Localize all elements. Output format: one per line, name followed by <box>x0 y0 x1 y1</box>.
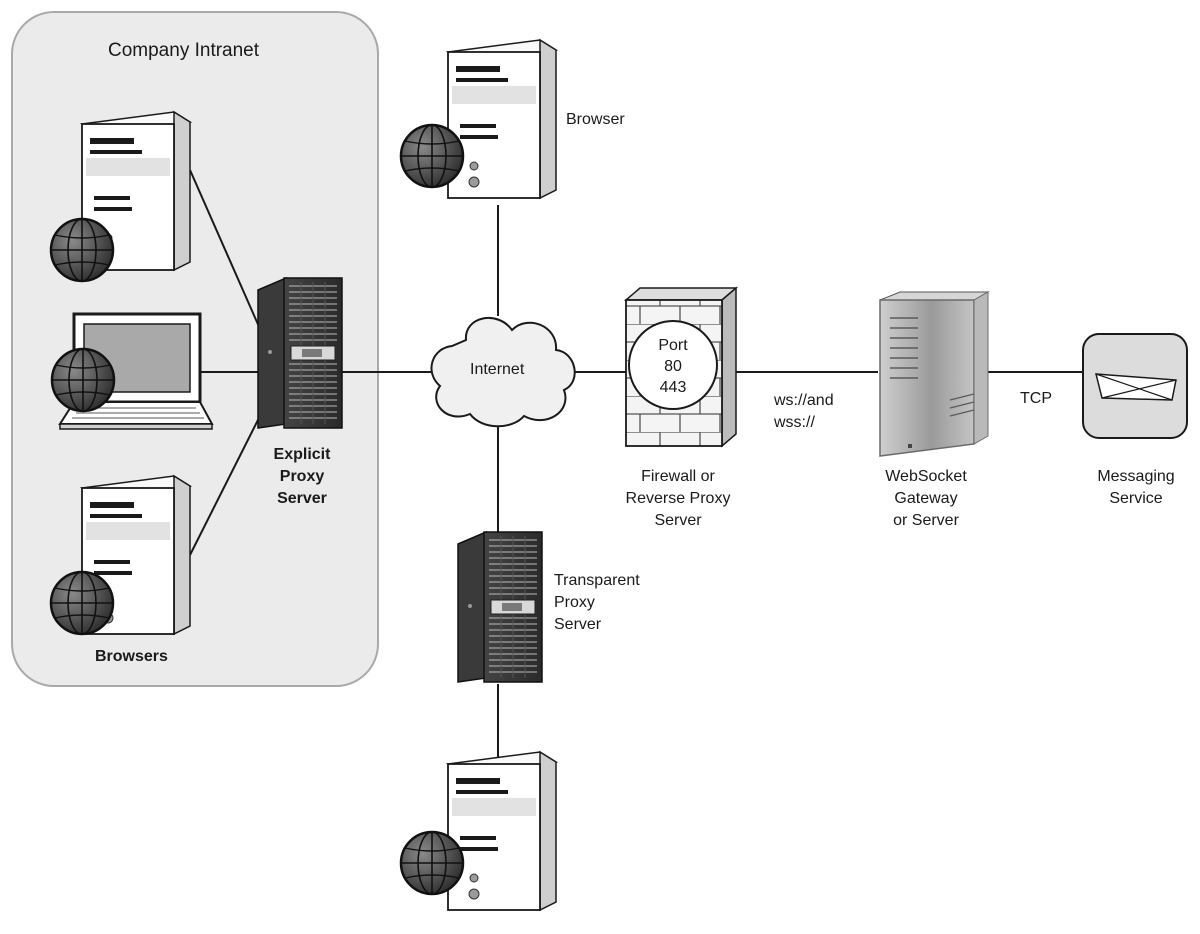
explicit-proxy-line-1: Explicit <box>273 446 331 463</box>
internet-cloud-icon <box>430 316 576 428</box>
transparent-proxy-line-3: Server <box>554 616 602 633</box>
explicit-proxy-server-rack <box>257 277 343 429</box>
gateway-label: WebSocket Gateway or Server <box>863 466 989 532</box>
firewall-label: Firewall or Reverse Proxy Server <box>608 466 748 532</box>
websocket-gateway-server <box>879 291 990 457</box>
messaging-service-label: Messaging Service <box>1084 466 1188 510</box>
messaging-line-1: Messaging <box>1097 468 1175 485</box>
globe-icon <box>50 347 116 413</box>
connector-lines <box>189 169 1083 758</box>
transparent-proxy-server-rack <box>457 531 543 683</box>
transparent-proxy-line-2: Proxy <box>554 594 595 611</box>
browser-desktop-pc-bottom <box>447 751 557 911</box>
globe-icon <box>399 830 465 896</box>
port-title: Port <box>658 337 688 354</box>
intranet-title: Company Intranet <box>108 40 260 61</box>
globe-icon <box>399 123 465 189</box>
port-80: 80 <box>664 358 682 375</box>
firewall-port-label: Port 80 443 <box>637 335 709 398</box>
tcp-label: TCP <box>1020 390 1052 407</box>
browsers-label: Browsers <box>95 648 168 665</box>
firewall-wall-icon <box>623 286 739 448</box>
transparent-proxy-line-1: Transparent <box>554 572 640 589</box>
firewall-line-2: Reverse Proxy <box>625 490 731 507</box>
globe-icon <box>49 570 115 636</box>
transparent-proxy-label: Transparent Proxy Server <box>554 570 640 636</box>
explicit-proxy-label: Explicit Proxy Server <box>262 444 342 510</box>
browser-desktop-pc-top <box>447 39 557 199</box>
firewall-line-3: Server <box>654 512 702 529</box>
messaging-line-2: Service <box>1109 490 1163 507</box>
explicit-proxy-line-2: Proxy <box>279 468 325 485</box>
globe-icon <box>49 217 115 283</box>
port-443: 443 <box>659 379 687 396</box>
internet-label: Internet <box>470 361 525 378</box>
firewall-line-1: Firewall or <box>641 468 715 485</box>
messaging-service-icon <box>1082 333 1188 439</box>
ws-protocol-line-2: wss:// <box>774 414 815 431</box>
browser-top-label: Browser <box>566 111 625 128</box>
ws-protocol-line-1: ws://and <box>774 392 834 409</box>
gateway-line-2: Gateway <box>894 490 958 507</box>
gateway-line-3: or Server <box>893 512 959 529</box>
explicit-proxy-line-3: Server <box>277 490 327 507</box>
gateway-line-1: WebSocket <box>885 468 967 485</box>
ws-protocols-label: ws://and wss:// <box>774 390 834 434</box>
